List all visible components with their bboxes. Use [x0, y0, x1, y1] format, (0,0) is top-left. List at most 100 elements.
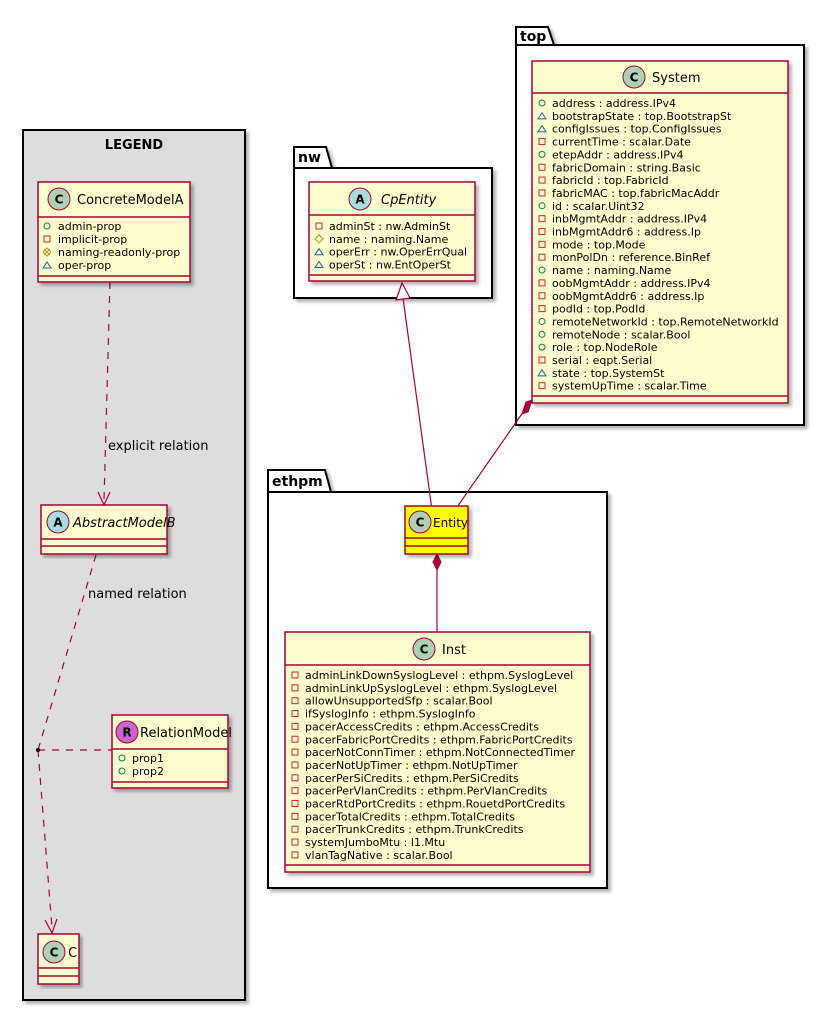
class-relation-model[interactable]: R RelationModel prop1 prop2 — [111, 714, 232, 789]
attribute: pacerNotConnTimer : ethpm.NotConnectedTi… — [305, 746, 575, 759]
class-abstract-model-b[interactable]: A AbstractModelB — [40, 504, 176, 555]
class-badge-icon — [42, 940, 66, 964]
visibility-private-icon — [538, 305, 546, 313]
attribute: mode : top.Mode — [552, 238, 646, 251]
attribute: ifSyslogInfo : ethpm.SyslogInfo — [305, 708, 476, 721]
named-relation-label: named relation — [88, 587, 187, 602]
visibility-package-icon — [537, 368, 547, 377]
visibility-private-icon — [291, 684, 299, 692]
visibility-public-icon — [538, 330, 546, 338]
visibility-private-icon — [291, 671, 299, 679]
svg-text:C: C — [416, 516, 425, 530]
visibility-private-icon — [538, 138, 546, 146]
class-concrete-model-a[interactable]: C ConcreteModelA admin-prop implicit-pro… — [37, 181, 191, 283]
package-nw-label: nw — [298, 150, 321, 166]
attribute: state : top.SystemSt — [552, 367, 665, 380]
composition-diamond-system — [521, 399, 533, 415]
attribute: pacerFabricPortCredits : ethpm.FabricPor… — [305, 733, 573, 746]
attribute: operSt : nw.EntOperSt — [329, 259, 452, 272]
visibility-public-icon — [538, 202, 546, 210]
svg-text:C: C — [420, 643, 429, 657]
visibility-public-icon — [538, 150, 546, 158]
attribute: prop1 — [132, 752, 164, 765]
attribute: role : top.NodeRole — [552, 341, 658, 354]
attribute: pacerAccessCredits : ethpm.AccessCredits — [305, 720, 539, 733]
class-badge-icon — [408, 510, 432, 534]
visibility-private-icon — [538, 253, 546, 261]
visibility-private-icon — [291, 774, 299, 782]
class-inst[interactable]: C Inst adminLinkDownSyslogLevel : ethpm.… — [284, 631, 591, 873]
package-top-label: top — [520, 29, 546, 45]
visibility-private-icon — [291, 748, 299, 756]
visibility-package-icon — [314, 247, 324, 256]
class-badge-icon — [47, 187, 71, 211]
visibility-private-icon — [291, 851, 299, 859]
visibility-public-icon — [43, 222, 51, 230]
composition-diamond-entity — [432, 552, 442, 572]
visibility-public-icon — [538, 266, 546, 274]
attribute: inbMgmtAddr6 : address.Ip — [552, 226, 701, 239]
visibility-public-icon — [538, 99, 546, 107]
svg-text:C: C — [50, 946, 59, 960]
visibility-private-icon — [538, 189, 546, 197]
edge-named-arrowhead — [44, 918, 58, 935]
attribute: admin-prop — [58, 220, 121, 233]
attribute: monPolDn : reference.BinRef — [552, 251, 711, 264]
inheritance-arrowhead — [395, 281, 411, 301]
attribute: systemJumboMtu : l1.Mtu — [305, 836, 445, 849]
class-name: C — [68, 946, 77, 961]
visibility-private-icon — [315, 222, 323, 230]
attribute: vlanTagNative : scalar.Bool — [305, 849, 453, 862]
attribute: pacerTrunkCredits : ethpm.TrunkCredits — [305, 823, 524, 836]
visibility-public-icon — [538, 343, 546, 351]
attribute: fabricId : top.FabricId — [552, 174, 669, 187]
explicit-relation-label: explicit relation — [108, 439, 208, 454]
visibility-private-icon — [291, 710, 299, 718]
abstract-badge-icon — [348, 187, 372, 211]
attribute: remoteNetworkId : top.RemoteNetworkId — [552, 315, 779, 328]
visibility-private-icon — [291, 787, 299, 795]
attribute: pacerNotUpTimer : ethpm.NotUpTimer — [305, 759, 518, 772]
visibility-package-icon — [314, 260, 324, 269]
visibility-private-icon — [538, 215, 546, 223]
attribute: adminLinkDownSyslogLevel : ethpm.SyslogL… — [305, 669, 573, 682]
relation-badge-icon — [115, 720, 139, 744]
class-system[interactable]: C System address : address.IPv4bootstrap… — [531, 60, 789, 404]
edge-system-entity-composition — [454, 407, 527, 511]
visibility-private-icon — [291, 697, 299, 705]
visibility-private-icon — [538, 356, 546, 364]
attribute: adminLinkUpSyslogLevel : ethpm.SyslogLev… — [305, 682, 557, 695]
class-badge-icon — [622, 65, 646, 89]
attribute: name : naming.Name — [329, 233, 449, 246]
class-badge-icon — [412, 637, 436, 661]
visibility-private-icon — [291, 800, 299, 807]
class-c[interactable]: C C — [37, 933, 80, 985]
visibility-private-icon — [538, 228, 546, 235]
attribute: name : naming.Name — [552, 264, 672, 277]
edge-inheritance — [402, 297, 433, 511]
class-name: Entity — [433, 516, 468, 530]
attribute: serial : eqpt.Serial — [552, 354, 652, 367]
visibility-private-icon — [291, 735, 299, 743]
visibility-private-icon — [538, 382, 546, 390]
visibility-public-icon — [118, 754, 126, 762]
class-entity[interactable]: C Entity — [404, 505, 469, 555]
svg-text:C: C — [55, 193, 64, 207]
attribute: inbMgmtAddr : address.IPv4 — [552, 213, 707, 226]
attribute: oper-prop — [58, 259, 111, 272]
attribute: operErr : nw.OperErrQual — [329, 246, 467, 259]
attribute: oobMgmtAddr6 : address.Ip — [552, 290, 704, 303]
class-name: AbstractModelB — [72, 516, 176, 531]
edge-named-relation-lower — [37, 749, 53, 929]
svg-text:C: C — [630, 71, 639, 85]
class-name: CpEntity — [381, 193, 437, 208]
visibility-package-icon — [537, 124, 547, 133]
visibility-public-icon — [118, 767, 126, 775]
visibility-package-icon — [42, 261, 52, 269]
legend-title: LEGEND — [105, 138, 164, 153]
visibility-private-icon — [538, 163, 546, 171]
visibility-private-icon — [291, 812, 299, 820]
